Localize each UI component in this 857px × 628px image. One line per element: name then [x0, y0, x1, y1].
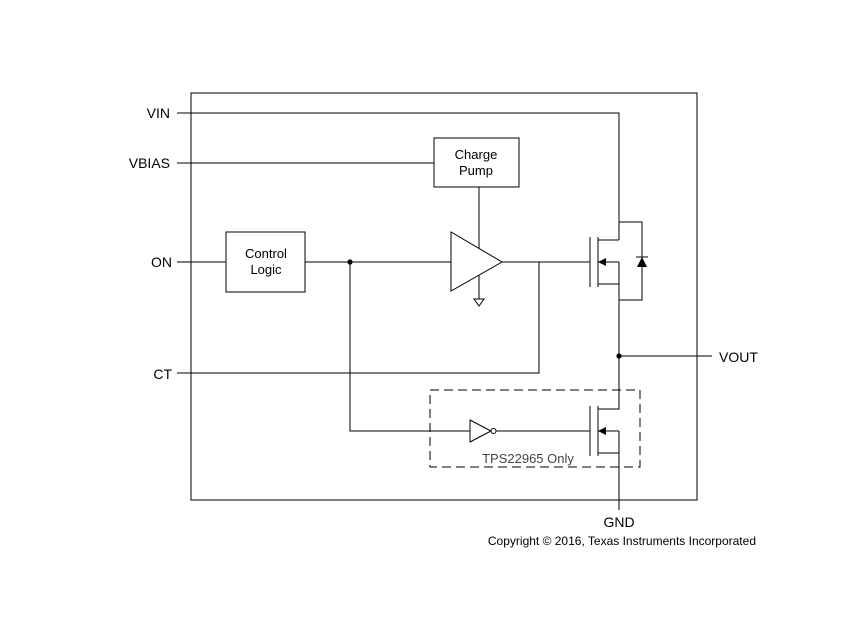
body-diode: [619, 221, 648, 301]
pin-label-ct: CT: [153, 366, 172, 382]
discharge-inverter: [469, 419, 493, 443]
inverter-bubble: [490, 428, 497, 434]
charge-pump-label-line2: Pump: [459, 163, 493, 178]
control-logic-label-line1: Control: [245, 246, 287, 261]
driver-buffer: [450, 231, 503, 292]
vin-wire: [177, 112, 620, 240]
control-logic-block: [225, 231, 306, 293]
device-outline: [190, 92, 698, 501]
pin-label-gnd: GND: [603, 514, 634, 530]
pin-label-on: ON: [151, 254, 172, 270]
pin-label-vout: VOUT: [719, 349, 758, 365]
ct-wire: [177, 262, 540, 374]
tps22965-only-region: [429, 389, 641, 468]
main-mosfet: [589, 237, 620, 287]
tps22965-only-label: TPS22965 Only: [482, 451, 574, 466]
charge-pump-label-line1: Charge: [455, 147, 498, 162]
pin-label-vbias: VBIAS: [129, 155, 170, 171]
discharge-control-wire: [349, 262, 470, 432]
ground-icon: [473, 298, 485, 307]
pin-label-vin: VIN: [147, 105, 170, 121]
charge-pump-block: [433, 137, 520, 188]
vout-junction-dot: [616, 353, 622, 359]
discharge-mosfet: [589, 389, 620, 456]
control-logic-label-line2: Logic: [250, 262, 282, 277]
copyright-notice: Copyright © 2016, Texas Instruments Inco…: [488, 534, 756, 548]
